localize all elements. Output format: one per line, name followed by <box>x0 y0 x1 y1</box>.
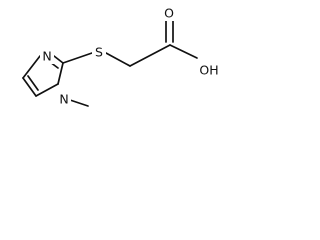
bond-c2-s <box>62 52 93 64</box>
bond-s-ch2 <box>105 52 131 67</box>
atom-label-hydroxyl: OH <box>199 63 218 78</box>
atom-label-n1: N <box>59 92 68 107</box>
bond-n1-c5 <box>35 83 59 97</box>
bond-c5-c4 <box>22 77 37 97</box>
molecule-structure: N N S O OH <box>22 5 221 107</box>
bond-n3-c2 <box>53 55 64 64</box>
bond-carboxyl-oh <box>169 44 198 59</box>
bond-ch2-carboxyl <box>129 44 171 67</box>
bond-n1-methyl <box>69 99 89 107</box>
bond-c5-c4-double <box>27 75 39 91</box>
bond-c4-n3 <box>22 55 41 79</box>
bond-c2-n1 <box>57 62 64 85</box>
atom-label-n3: N <box>42 49 51 64</box>
atom-label-carbonyl-oxygen: O <box>164 6 174 21</box>
atom-label-sulfur: S <box>95 45 103 60</box>
structure-diagram: N N S O OH <box>0 0 224 140</box>
